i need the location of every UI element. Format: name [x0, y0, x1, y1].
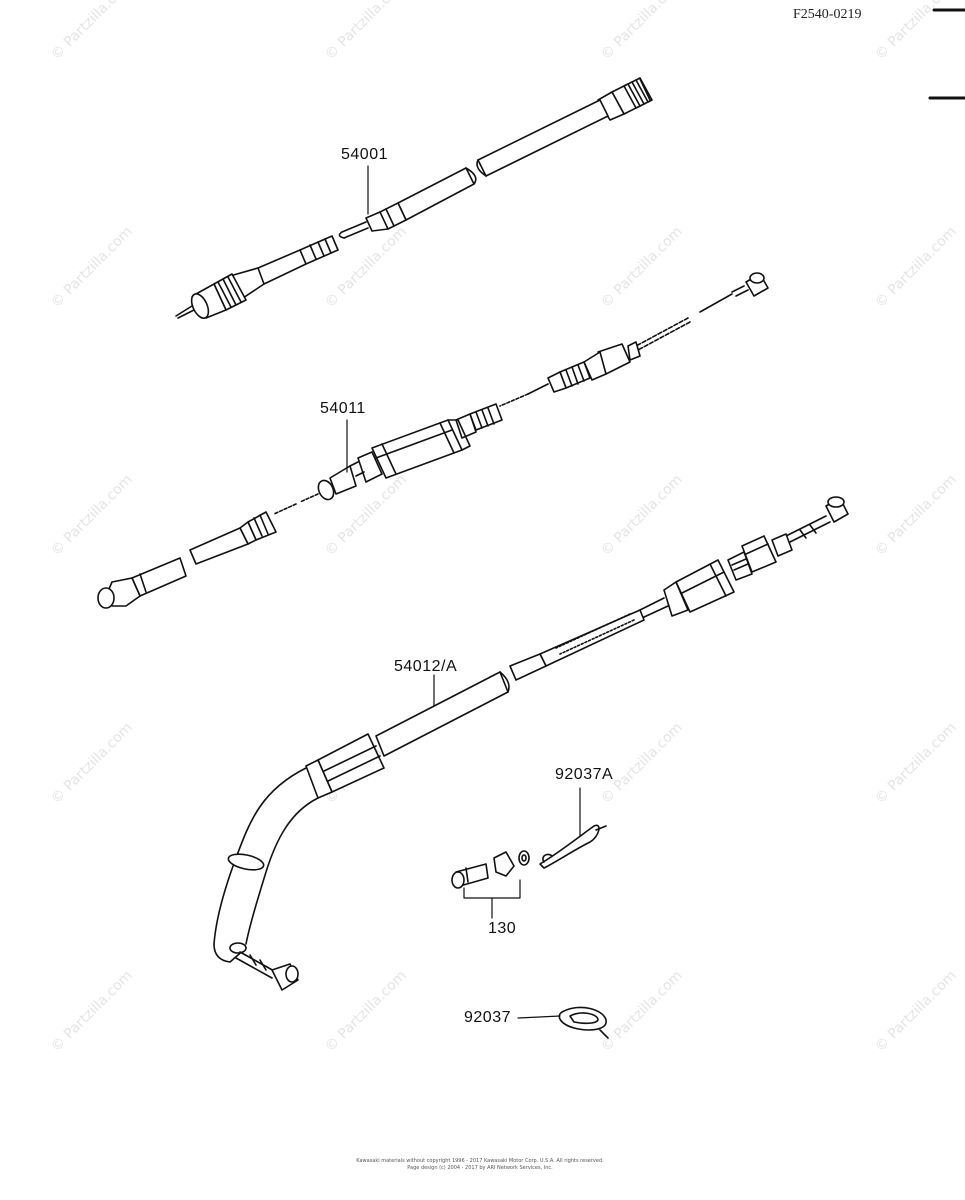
tachometer-cable — [97, 272, 769, 609]
figure-code: F2540-0219 — [793, 7, 862, 22]
leader-lines — [346, 165, 581, 1019]
speedometer-casing-lower — [397, 167, 475, 221]
callout-throttle-cable[interactable]: 54012/A — [394, 658, 458, 675]
clamp-92037A — [539, 824, 600, 869]
callout-speedometer-cable[interactable]: 54001 — [341, 146, 388, 163]
callout-clamp-a[interactable]: 92037A — [555, 766, 614, 783]
tachometer-casing-lower — [189, 527, 249, 565]
speedometer-casing-upper — [477, 99, 609, 177]
footer-line-2: Page design (c) 2004 - 2017 by ARI Netwo… — [407, 1165, 553, 1171]
bolt-washer-group — [451, 824, 607, 899]
footer-line-1: Kawasaki materials without copyright 199… — [356, 1158, 604, 1164]
nut — [493, 851, 515, 877]
throttle-bent-tube — [213, 767, 307, 945]
clamp-92037 — [558, 1006, 609, 1039]
tachometer-hex-housing — [371, 419, 463, 479]
throttle-casing — [375, 671, 509, 757]
copyright-footer: Kawasaki materials without copyright 199… — [300, 1158, 660, 1172]
speedometer-cable — [175, 77, 653, 319]
callout-bolt[interactable]: 130 — [488, 920, 517, 937]
speedometer-meter-fitting — [597, 77, 653, 121]
throttle-cable — [213, 496, 849, 991]
callout-clamp[interactable]: 92037 — [464, 1009, 511, 1026]
callout-tachometer-cable[interactable]: 54011 — [320, 400, 366, 417]
